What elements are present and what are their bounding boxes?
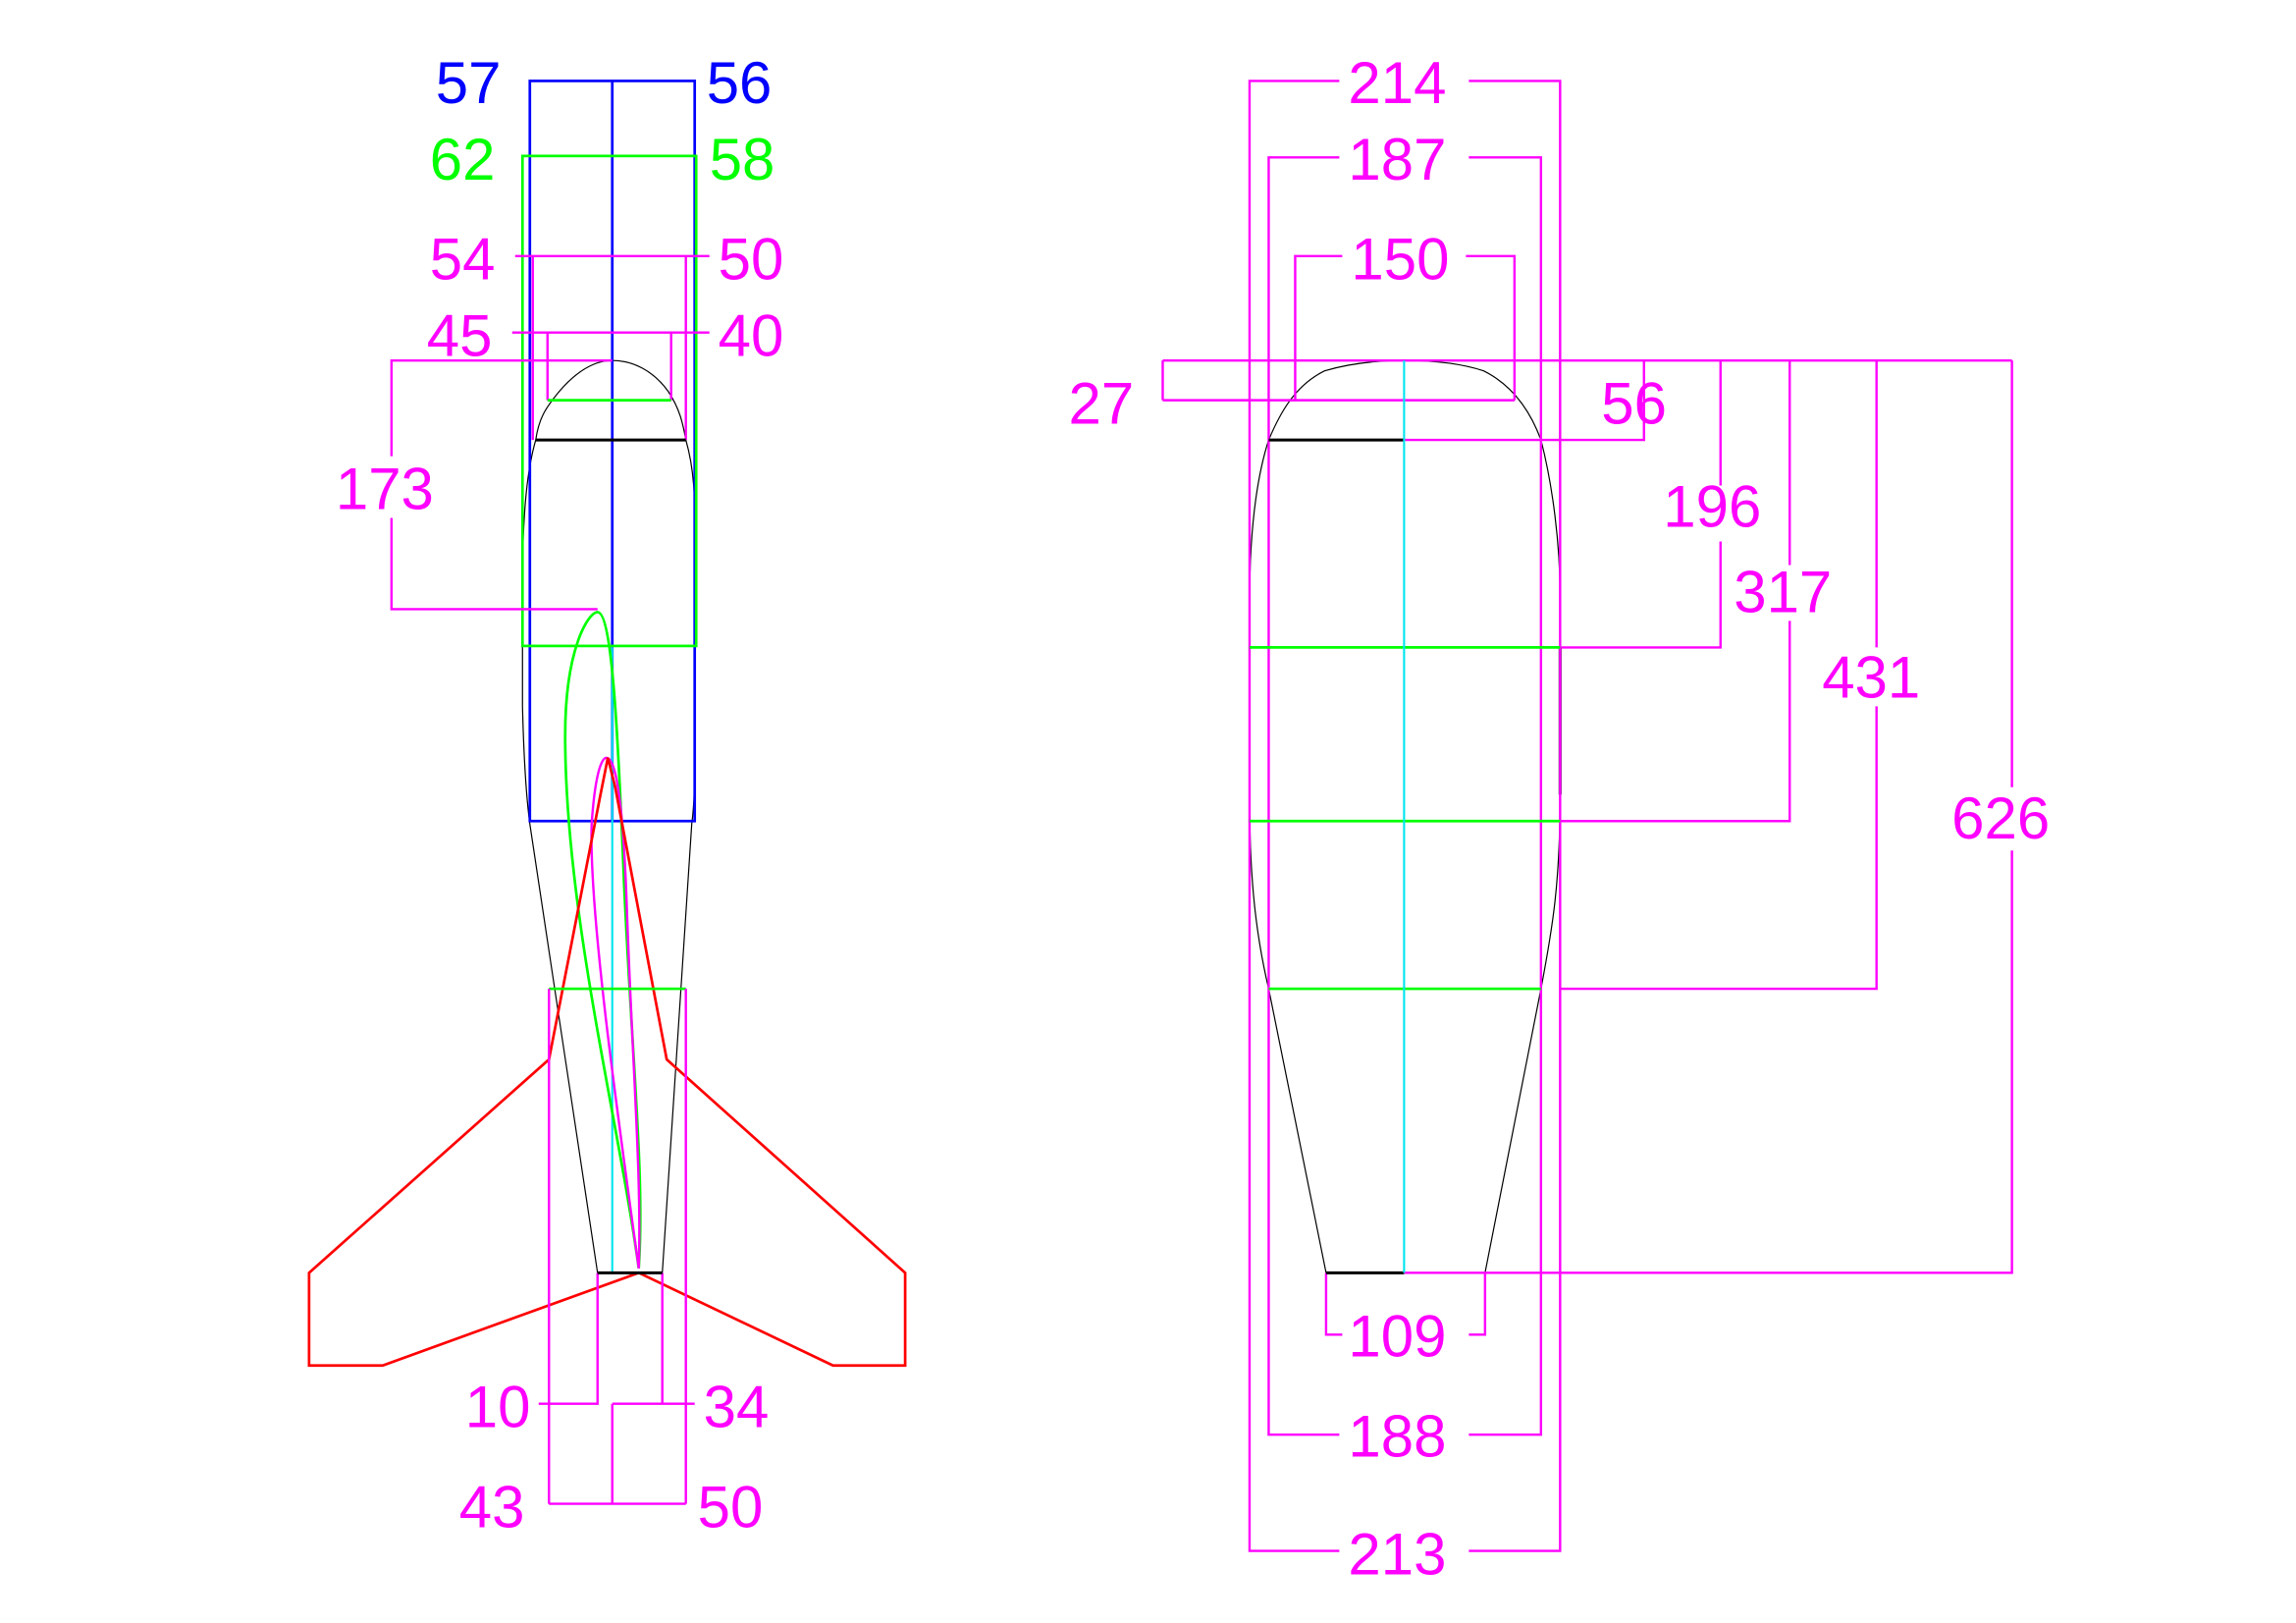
label-57: 57 bbox=[436, 50, 502, 116]
label-173: 173 bbox=[336, 457, 434, 522]
label-431: 431 bbox=[1822, 644, 1920, 710]
label-150: 150 bbox=[1351, 227, 1449, 293]
dim-54-50 bbox=[514, 254, 710, 441]
dim-150 bbox=[1294, 254, 1517, 401]
label-109: 109 bbox=[1348, 1304, 1446, 1370]
label-58: 58 bbox=[710, 127, 775, 192]
label-50-bottom: 50 bbox=[698, 1475, 764, 1541]
label-196: 196 bbox=[1663, 474, 1761, 540]
label-317: 317 bbox=[1734, 559, 1832, 624]
label-34: 34 bbox=[704, 1375, 770, 1440]
label-62: 62 bbox=[430, 127, 496, 192]
dim-214-213 bbox=[1248, 80, 1562, 1552]
dim-10-34 bbox=[538, 1272, 695, 1405]
label-187: 187 bbox=[1348, 127, 1446, 192]
dim-187-188 bbox=[1267, 156, 1543, 1436]
dim-626 bbox=[1404, 360, 2013, 1274]
dim-45-40 bbox=[511, 331, 710, 401]
label-40: 40 bbox=[719, 303, 784, 369]
label-188: 188 bbox=[1348, 1404, 1446, 1470]
magenta-airfoil bbox=[590, 756, 641, 1269]
dim-56 bbox=[1404, 360, 1645, 442]
label-626: 626 bbox=[1951, 785, 2050, 851]
label-43: 43 bbox=[459, 1475, 525, 1541]
dim-27 bbox=[1161, 358, 2012, 402]
side-view: 57 56 62 58 54 50 45 40 173 10 34 43 50 bbox=[307, 50, 907, 1541]
label-50-top: 50 bbox=[719, 227, 784, 293]
label-56: 56 bbox=[707, 50, 773, 116]
label-213: 213 bbox=[1348, 1522, 1446, 1588]
dim-196 bbox=[1560, 360, 1722, 649]
label-27: 27 bbox=[1069, 371, 1135, 437]
dim-431 bbox=[1560, 360, 1878, 991]
label-54: 54 bbox=[430, 227, 496, 293]
front-view: 214 187 150 27 56 196 317 431 626 109 18… bbox=[1069, 50, 2051, 1588]
label-214: 214 bbox=[1348, 50, 1446, 116]
dim-109 bbox=[1324, 1272, 1487, 1336]
dim-173 bbox=[390, 358, 613, 611]
label-56: 56 bbox=[1601, 371, 1667, 437]
dim-43-50 bbox=[548, 989, 687, 1505]
label-45: 45 bbox=[427, 303, 493, 369]
fins bbox=[307, 757, 907, 1368]
dim-317 bbox=[1560, 360, 1791, 823]
label-10: 10 bbox=[465, 1375, 531, 1440]
